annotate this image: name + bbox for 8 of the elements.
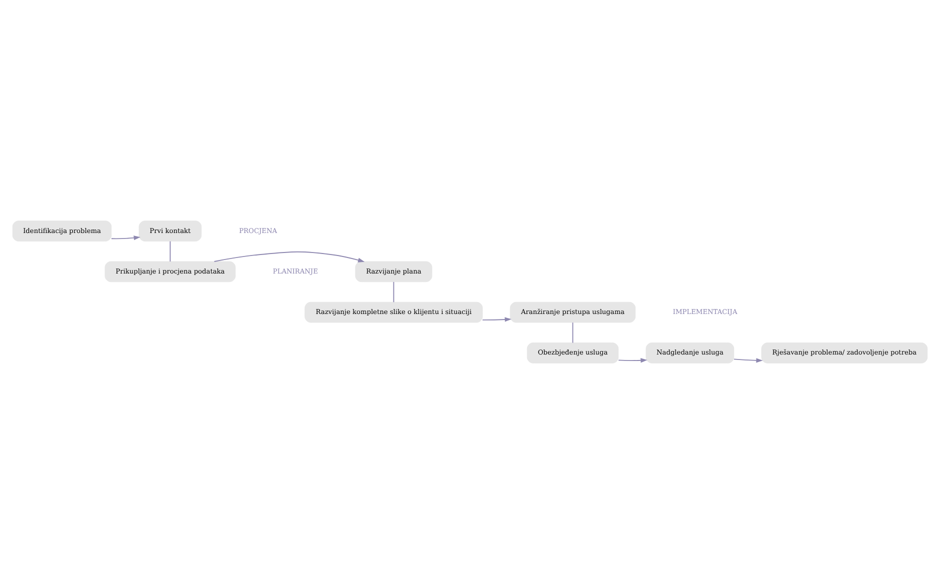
arrow [618,358,648,363]
arrow [482,317,512,322]
connector [170,240,171,262]
arrow [734,358,763,363]
connector [572,322,574,344]
arrow [110,236,140,240]
connector [393,282,394,303]
arrow [214,251,365,262]
